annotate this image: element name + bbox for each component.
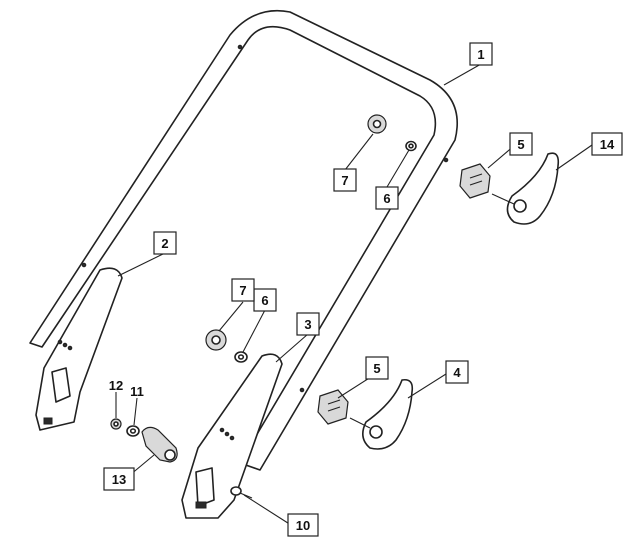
right-bracket	[181, 353, 283, 519]
washer-small	[126, 425, 140, 437]
washer-upper	[405, 140, 417, 152]
callout-10-label: 10	[296, 518, 310, 533]
callout-3: 3	[296, 312, 320, 336]
knob	[141, 426, 178, 463]
callout-13: 13	[103, 467, 135, 491]
callout-1-label: 1	[477, 47, 484, 62]
nut-lower	[205, 329, 227, 351]
callout-12: 12	[104, 378, 128, 393]
callout-11-label: 11	[130, 384, 144, 399]
callout-5-lower-label: 5	[373, 361, 380, 376]
callout-7-upper-label: 7	[341, 173, 348, 188]
callout-5-upper: 5	[509, 132, 533, 156]
callout-14: 14	[591, 132, 623, 156]
callout-6-lower: 6	[253, 288, 277, 312]
callout-6-upper-label: 6	[383, 191, 390, 206]
callout-2: 2	[153, 231, 177, 255]
nut-small	[110, 418, 122, 430]
callout-5-lower: 5	[365, 356, 389, 380]
callout-6-lower-label: 6	[261, 293, 268, 308]
callout-6-upper: 6	[375, 186, 399, 210]
callout-4: 4	[445, 360, 469, 384]
callout-2-label: 2	[161, 236, 168, 251]
nut-upper	[367, 114, 387, 134]
callout-7-lower-label: 7	[239, 283, 246, 298]
bolt	[230, 486, 253, 499]
callout-13-label: 13	[112, 472, 126, 487]
washer-lower	[234, 351, 248, 363]
callout-14-label: 14	[600, 137, 615, 152]
callout-10: 10	[287, 513, 319, 537]
callout-7-lower: 7	[231, 278, 255, 302]
lever-upper	[491, 152, 560, 225]
clamp-block-lower	[317, 389, 349, 425]
callout-1: 1	[469, 42, 493, 66]
clamp-block-upper	[459, 163, 491, 199]
callout-12-label: 12	[109, 378, 123, 393]
callout-11: 11	[125, 384, 149, 399]
callout-3-label: 3	[304, 317, 311, 332]
lever-lower	[349, 378, 414, 450]
callout-5-upper-label: 5	[517, 137, 524, 152]
leader-lines	[115, 63, 593, 526]
callout-7-upper: 7	[333, 168, 357, 192]
callout-4-label: 4	[453, 365, 461, 380]
handle-tube	[29, 9, 459, 471]
